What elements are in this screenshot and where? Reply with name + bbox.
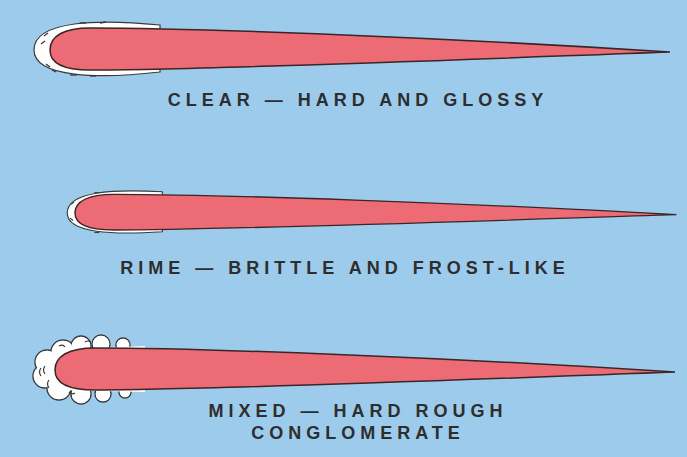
clear-ice-airfoil — [34, 22, 670, 76]
ice-type-label: MIXED — HARD ROUGH CONGLOMERATE — [173, 400, 543, 444]
ice-type-label: RIME — BRITTLE AND FROST-LIKE — [15, 257, 675, 279]
ice-type-label: CLEAR — HARD AND GLOSSY — [78, 89, 638, 111]
mixed-ice-airfoil — [33, 335, 675, 404]
rime-ice-airfoil — [67, 191, 676, 233]
